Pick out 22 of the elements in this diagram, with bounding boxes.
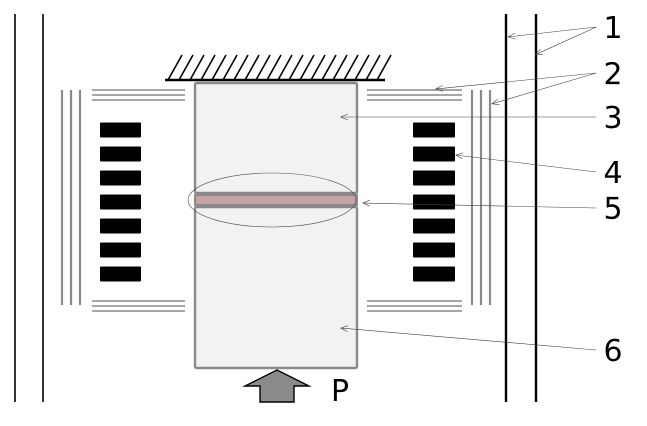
- callout-number: 4: [604, 161, 621, 183]
- leader-line: [507, 26, 597, 40]
- leader-line: [340, 325, 597, 350]
- tube-wall: [534, 14, 538, 402]
- callout-number: 1: [606, 16, 620, 38]
- specimen: [194, 82, 358, 194]
- leader-line: [491, 72, 597, 105]
- leader-line: [435, 72, 597, 92]
- induction-coil-turn: [413, 146, 455, 162]
- leader-line: [455, 152, 597, 172]
- leader-line: [534, 26, 597, 55]
- specimen: [194, 206, 358, 370]
- leader-line: [362, 200, 597, 208]
- leader-line: [340, 114, 597, 120]
- heat-shield: [470, 90, 492, 305]
- callout-number: 5: [606, 196, 620, 220]
- heat-shield: [367, 89, 462, 101]
- callout-number: 6: [606, 338, 621, 362]
- bonding-interface: [194, 194, 358, 206]
- callout-number: 2: [606, 62, 620, 84]
- tube-wall: [504, 14, 508, 402]
- callout-number: 3: [606, 106, 620, 128]
